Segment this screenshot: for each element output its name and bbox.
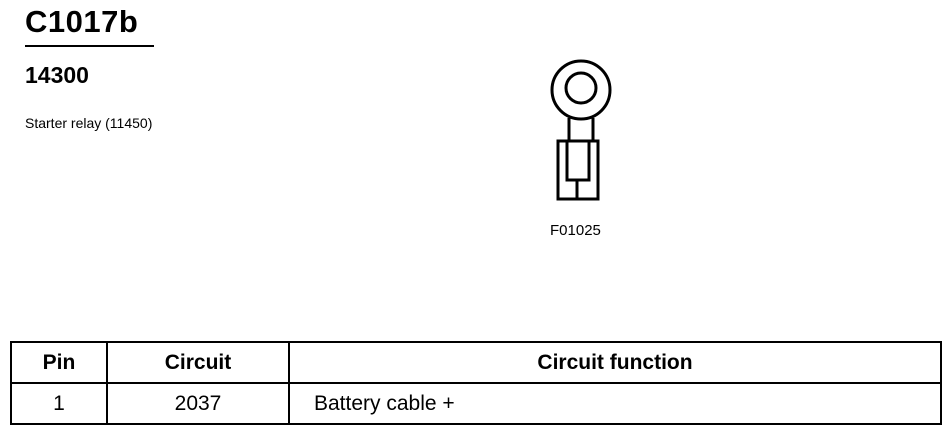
terminal-crimp-inner [565, 141, 591, 199]
connector-id-title: C1017b [25, 4, 139, 39]
ring-terminal-icon [550, 59, 612, 201]
cell-circuit-function: Battery cable + [288, 382, 942, 425]
part-number-heading: 14300 [25, 62, 89, 88]
cell-circuit: 2037 [106, 382, 290, 425]
table-header-row: Pin Circuit Circuit function [10, 341, 942, 384]
pin-table: Pin Circuit Circuit function 1 2037 Batt… [10, 341, 942, 425]
terminal-neck [567, 118, 595, 141]
cell-pin: 1 [10, 382, 108, 425]
table-row: 1 2037 Battery cable + [10, 382, 942, 425]
connector-description: Starter relay (11450) [25, 115, 153, 131]
header-circuit: Circuit [106, 341, 290, 384]
ring-outer [550, 59, 612, 121]
header-circuit-function: Circuit function [288, 341, 942, 384]
header-pin: Pin [10, 341, 108, 384]
title-underline [25, 45, 154, 47]
ring-hole [564, 71, 598, 105]
figure-code: F01025 [550, 222, 601, 239]
